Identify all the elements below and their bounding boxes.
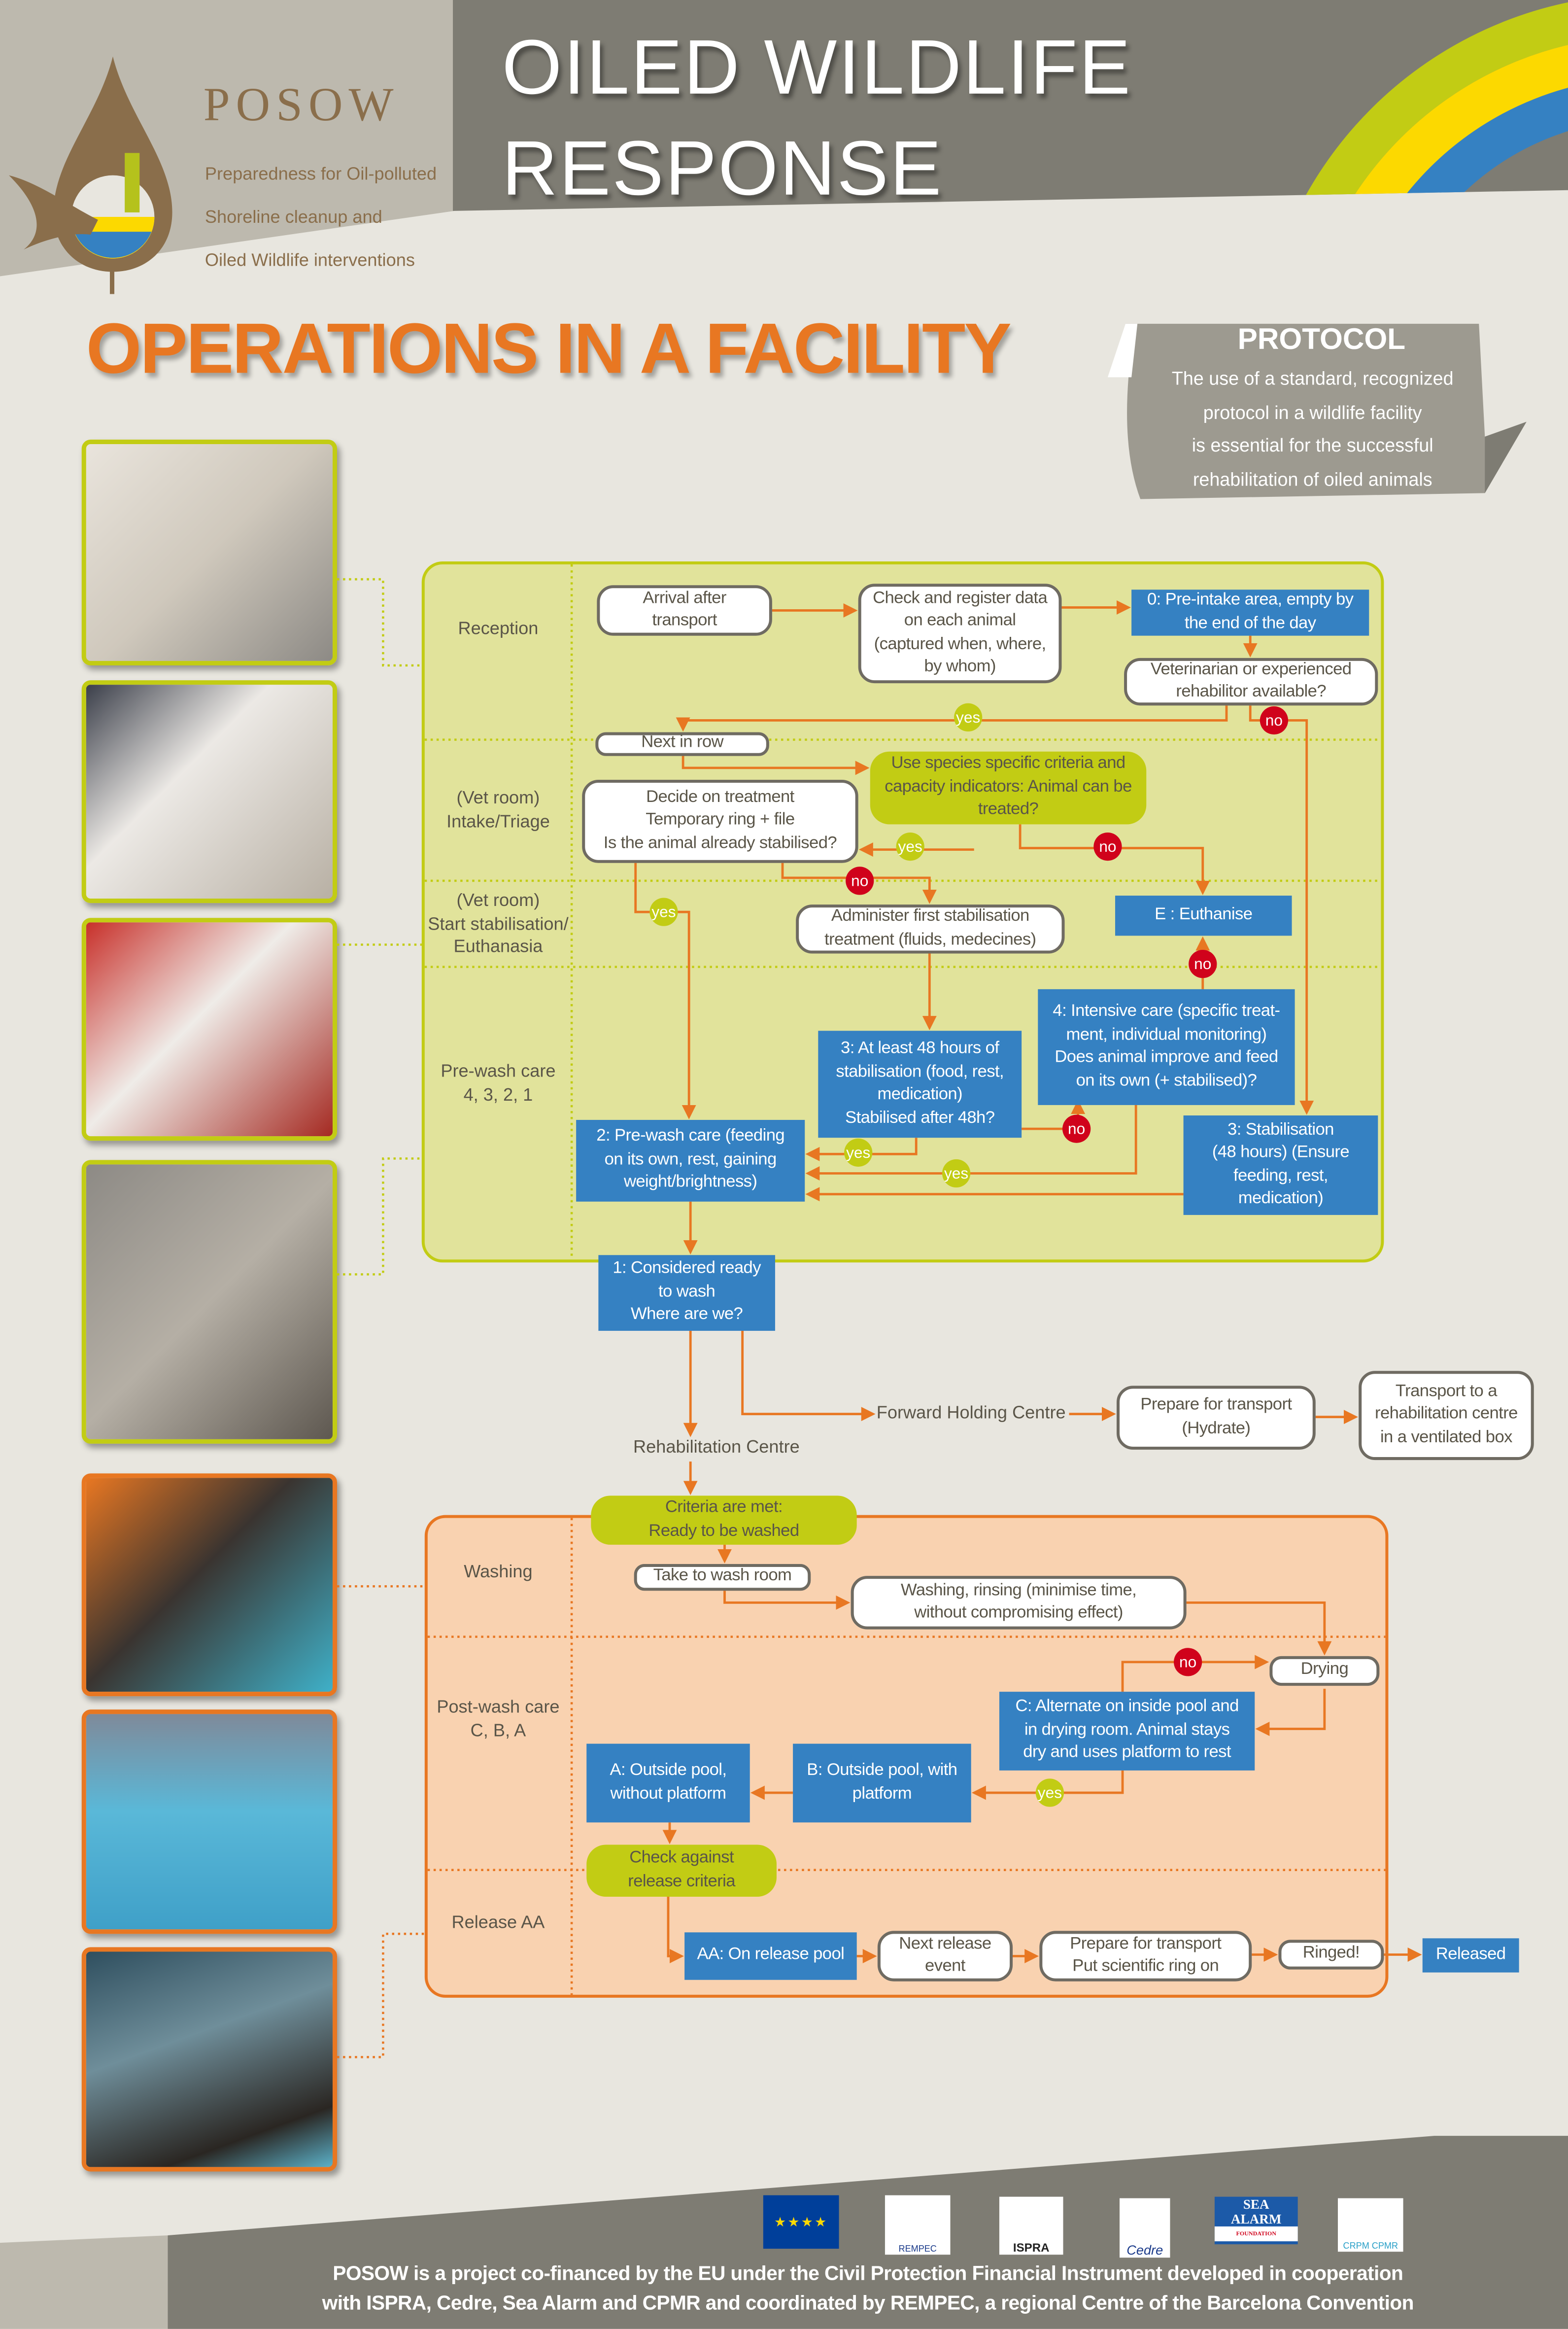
section-label-release: Release AA <box>451 1912 545 1933</box>
section-label-intake: (Vet room) Intake/Triage <box>446 787 550 831</box>
photo-stabilisation <box>81 918 338 1141</box>
node-ready-to-wash: 1: Considered ready to wash Where are we… <box>598 1255 775 1331</box>
node-vet-available: Veterinarian or experienced rehabilitor … <box>1124 658 1378 706</box>
protocol-text: The use of a standard, recognized protoc… <box>1171 368 1454 489</box>
posow-logo-icon <box>9 56 172 294</box>
section-label-stabilisation: (Vet room) Start stabilisation/ Euthanas… <box>428 889 569 957</box>
node-stabilisation-48h: 3: Stabilisation (48 hours) (Ensure feed… <box>1183 1115 1378 1215</box>
photo-washing <box>81 1473 338 1697</box>
decision-yes-badge: yes <box>649 898 678 926</box>
logo-tagline-line: Preparedness for Oil-polluted <box>205 163 437 184</box>
node-prepare-ring: Prepare for transport Put scientific rin… <box>1039 1931 1252 1981</box>
sea-alarm-text: FOUNDATION <box>1214 2226 1298 2242</box>
node-at-least-48h: 3: At least 48 hours of stabilisation (f… <box>818 1031 1022 1138</box>
decision-no-badge: no <box>1260 706 1289 735</box>
section-label-reception: Reception <box>458 618 539 639</box>
node-washing-rinsing: Washing, rinsing (minimise time, without… <box>851 1576 1187 1630</box>
decision-no-badge: no <box>1093 832 1122 861</box>
protocol-note-shape <box>1107 323 1527 499</box>
protocol-title: PROTOCOL <box>1237 323 1406 357</box>
photo-prewash-pens <box>81 1160 338 1444</box>
node-release-pool: AA: On release pool <box>684 1932 857 1980</box>
decision-yes-badge: yes <box>942 1159 971 1188</box>
header-title: OILED WILDLIFE RESPONSE <box>502 18 1132 220</box>
node-check-register: Check and register data on each animal (… <box>858 584 1062 684</box>
node-criteria-met: Criteria are met: Ready to be washed <box>591 1495 857 1545</box>
node-check-release: Check against release criteria <box>586 1844 777 1897</box>
photo-pool <box>81 1709 338 1934</box>
node-outside-b: B: Outside pool, with platform <box>793 1743 971 1823</box>
node-transport-rehab: Transport to a rehabilitation centre in … <box>1359 1371 1534 1460</box>
photo-registration <box>81 439 338 665</box>
decision-yes-badge: yes <box>954 703 983 732</box>
footer-line: POSOW is a project co-financed by the EU… <box>333 2262 1403 2285</box>
decision-yes-badge: yes <box>844 1138 873 1167</box>
footer-credits: POSOW is a project co-financed by the EU… <box>168 2259 1568 2319</box>
sea-alarm-text: SEA <box>1243 2196 1269 2212</box>
header-title-line: OILED WILDLIFE <box>502 25 1132 111</box>
sea-alarm-text: ALARM <box>1231 2211 1282 2226</box>
logo-name: POSOW <box>203 77 400 131</box>
decision-no-badge: no <box>1189 950 1217 978</box>
node-take-wash: Take to wash room <box>634 1564 811 1591</box>
decision-yes-badge: yes <box>1035 1778 1064 1807</box>
node-arrival: Arrival after transport <box>597 585 772 636</box>
page-title: OPERATIONS IN A FACILITY <box>86 310 1012 389</box>
node-rehab-centre: Rehabilitation Centre <box>633 1436 800 1458</box>
photo-vet-intake <box>81 680 338 904</box>
logo-tagline-line: Oiled Wildlife interventions <box>205 249 415 271</box>
ispra-logo: ISPRA <box>999 2196 1063 2255</box>
node-next-release: Next release event <box>877 1931 1013 1981</box>
decision-yes-badge: yes <box>896 832 924 861</box>
cedre-logo: Cedre <box>1120 2198 1170 2258</box>
node-released: Released <box>1422 1938 1519 1973</box>
node-prepare-hydrate: Prepare for transport (Hydrate) <box>1117 1386 1316 1450</box>
decision-no-badge: no <box>1062 1114 1091 1143</box>
cpmr-logo: CRPM CPMR <box>1337 2198 1403 2252</box>
node-intensive-care: 4: Intensive care (specific treat- ment,… <box>1038 989 1295 1105</box>
node-next-in-row: Next in row <box>595 732 769 756</box>
node-forward-holding: Forward Holding Centre <box>876 1402 1066 1423</box>
logo-tagline: Preparedness for Oil-polluted Shoreline … <box>205 153 437 282</box>
decision-no-badge: no <box>846 867 874 895</box>
decision-no-badge: no <box>1174 1648 1202 1676</box>
sea-alarm-logo: SEA ALARM FOUNDATION <box>1214 2196 1298 2245</box>
section-label-postwash: Post-wash care C, B, A <box>437 1696 560 1740</box>
node-pre-intake: 0: Pre-intake area, empty by the end of … <box>1131 590 1369 636</box>
node-alternate-c: C: Alternate on inside pool and in dryin… <box>999 1692 1255 1771</box>
section-label-prewash: Pre-wash care 4, 3, 2, 1 <box>441 1060 556 1105</box>
eu-flag-logo: ★★★★ <box>763 2195 839 2249</box>
header-title-line: RESPONSE <box>502 126 943 212</box>
node-outside-a: A: Outside pool, without platform <box>586 1743 750 1823</box>
logo-tagline-line: Shoreline cleanup and <box>205 206 382 228</box>
node-drying: Drying <box>1269 1656 1380 1686</box>
photo-release <box>81 1947 338 2172</box>
rempec-logo: REMPEC <box>885 2195 951 2255</box>
node-administer: Administer first stabilisation treatment… <box>796 904 1065 954</box>
footer-line: with ISPRA, Cedre, Sea Alarm and CPMR an… <box>322 2292 1414 2314</box>
node-ringed: Ringed! <box>1278 1940 1384 1970</box>
node-euthanise: E : Euthanise <box>1115 896 1292 936</box>
section-label-washing: Washing <box>464 1561 533 1582</box>
node-decide-treatment: Decide on treatment Temporary ring + fil… <box>582 779 858 863</box>
node-species-criteria: Use species specific criteria and capaci… <box>870 751 1147 825</box>
node-prewash-care: 2: Pre-wash care (feeding on its own, re… <box>576 1120 805 1202</box>
